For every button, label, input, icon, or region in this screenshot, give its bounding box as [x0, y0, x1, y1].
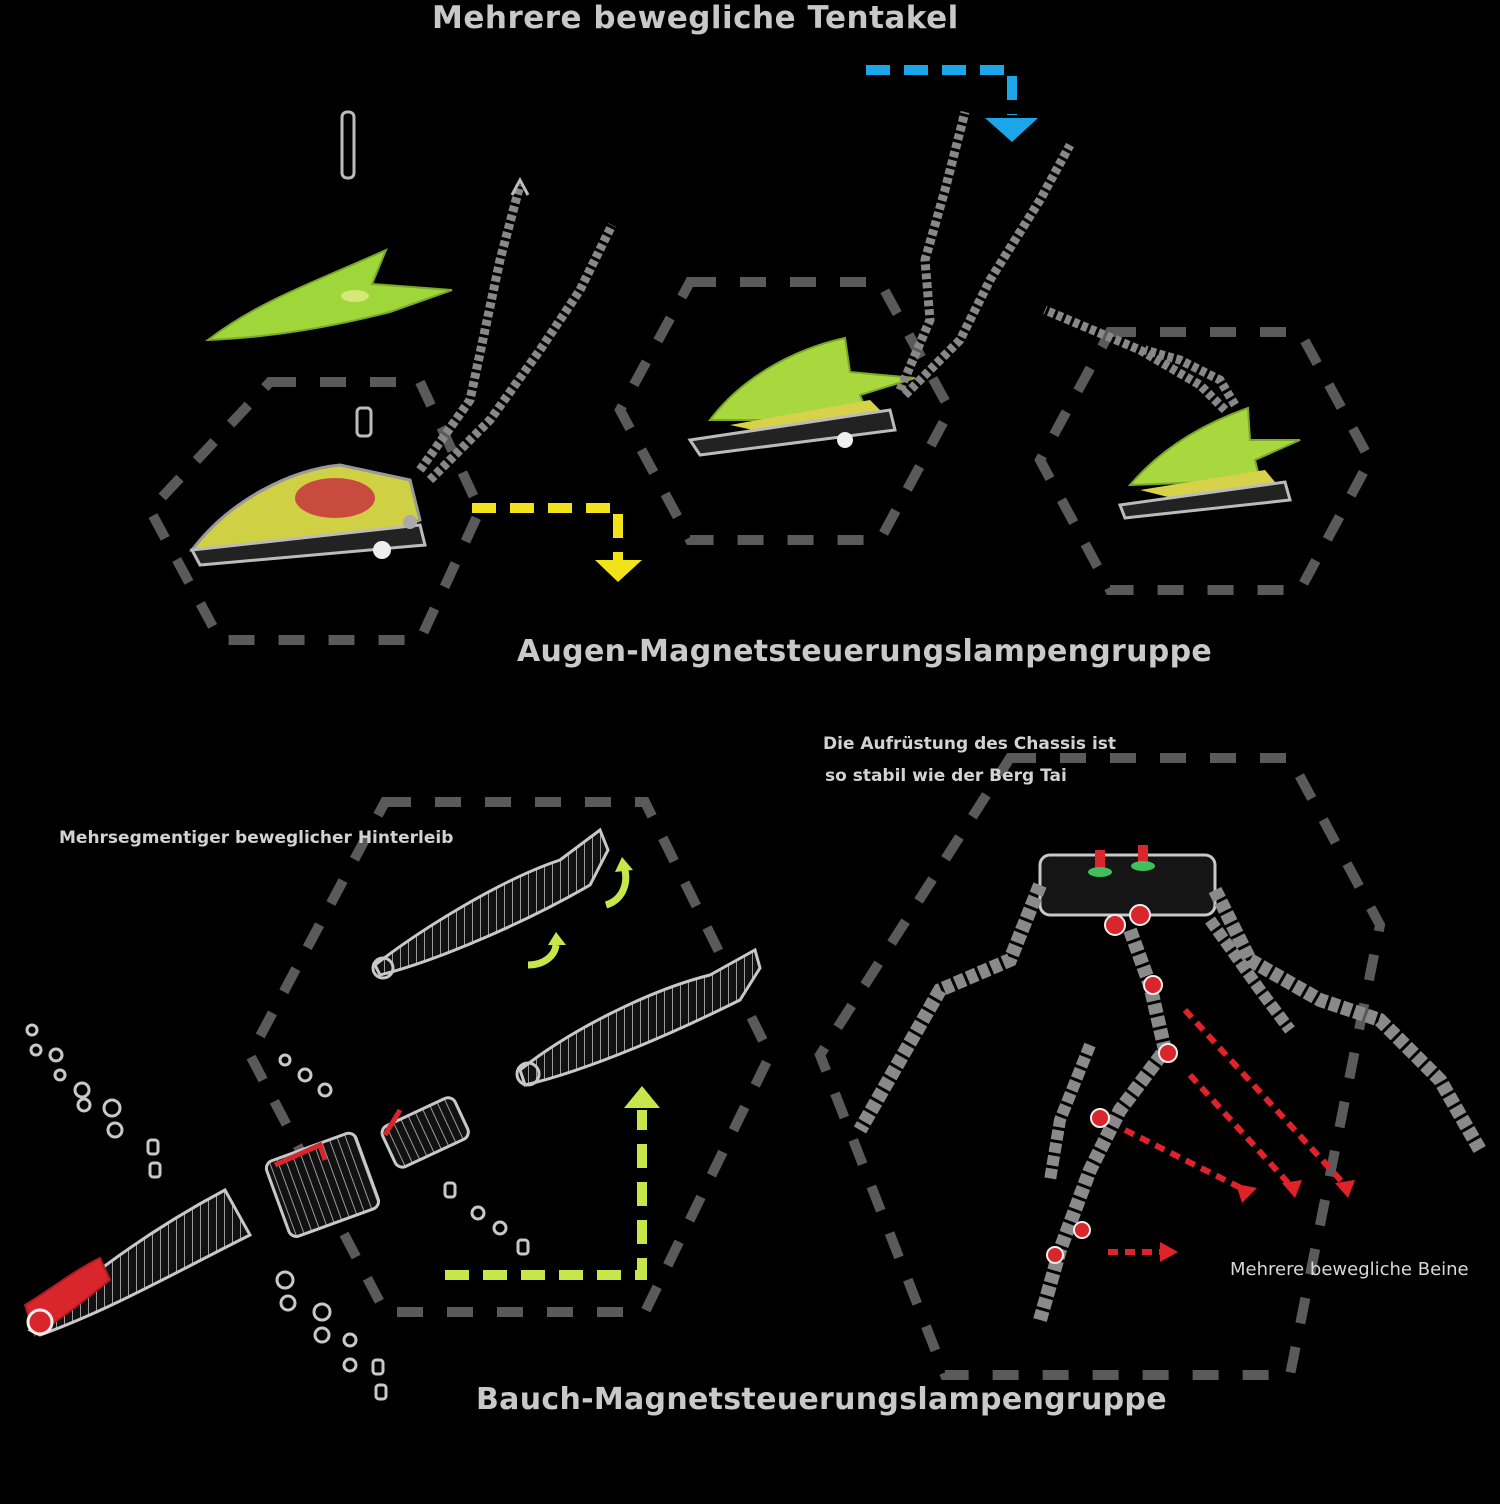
red-pin: [1095, 850, 1105, 872]
green-shell: [1127, 406, 1301, 487]
chassis-base: [687, 408, 897, 457]
tentacle-right: [426, 223, 617, 484]
hexagon-5: [814, 753, 1386, 1380]
arrow-yellow: [472, 503, 623, 560]
arrow-up-icon: [624, 1086, 660, 1108]
arrow-red: [1108, 1007, 1348, 1255]
hexagon-4: [244, 797, 776, 1317]
chassis-base: [1117, 480, 1292, 520]
label-chassis-line1: Die Aufrüstung des Chassis ist: [823, 734, 1117, 754]
arrow-down-icon: [985, 118, 1038, 142]
label-eye-lamp-group: Augen-Magnetsteuerungslampengruppe: [517, 634, 1212, 669]
tentacle-left: [416, 183, 525, 473]
arrow-down-icon: [595, 560, 642, 582]
curved-arrow-icon: [527, 944, 560, 969]
red-core: [295, 478, 375, 518]
arrow-icon: [1236, 1184, 1257, 1203]
green-shell: [707, 336, 916, 421]
arrow-blue: [866, 65, 1017, 115]
wheel: [837, 432, 853, 448]
arrow-lime: [445, 1110, 647, 1280]
head-figure-posed: [1043, 305, 1301, 520]
label-legs: Mehrere bewegliche Beine: [1230, 1259, 1469, 1280]
curved-arrow-icon: [604, 869, 630, 909]
label-chassis-line2: so stabil wie der Berg Tai: [825, 766, 1067, 786]
tentacle-right: [901, 142, 1074, 399]
leg-front-claw: [1044, 1042, 1096, 1181]
loose-parts: [25, 1023, 530, 1401]
peg-part: [355, 406, 373, 438]
shell-hole: [341, 290, 369, 302]
legs-figure: [853, 845, 1487, 1322]
pin-part: [340, 110, 356, 180]
hexagon-3: [1034, 327, 1376, 595]
abdomen-figure: [23, 827, 762, 1401]
leg-rear: [1205, 916, 1295, 1034]
green-shell-part: [204, 248, 453, 342]
hexagon-1: [143, 377, 486, 645]
chassis-base: [189, 523, 427, 567]
wheel: [373, 541, 391, 559]
arrow-icon: [1282, 1180, 1302, 1198]
abdomen-segment-lower: [518, 947, 762, 1087]
hexagon-outlines-top: [143, 277, 1376, 645]
abdomen-segment-upper: [373, 827, 610, 977]
tentacle-left: [1043, 305, 1229, 414]
chassis-body: [1038, 853, 1217, 917]
tentacle-right: [1143, 345, 1239, 408]
hexagon-outlines-bottom: [244, 753, 1386, 1380]
red-pin: [1138, 845, 1148, 867]
tentacle-tip: [510, 176, 530, 196]
arrow-icon: [1335, 1180, 1355, 1198]
arrow-icon: [1160, 1242, 1178, 1262]
leg-right: [1208, 886, 1487, 1154]
hexagon-2: [614, 277, 956, 545]
label-belly-lamp-group: Bauch-Magnetsteuerungslampengruppe: [476, 1382, 1167, 1417]
head-figure-exploded: [188, 110, 617, 567]
head-figure-assembled: [687, 110, 1074, 457]
wheel: [403, 515, 417, 529]
label-tentacles: Mehrere bewegliche Tentakel: [432, 0, 959, 36]
tentacle-left: [895, 110, 970, 392]
leg-left: [853, 882, 1047, 1134]
front-segment: [380, 1096, 470, 1169]
label-abdomen: Mehrsegmentiger beweglicher Hinterleib: [59, 828, 454, 848]
